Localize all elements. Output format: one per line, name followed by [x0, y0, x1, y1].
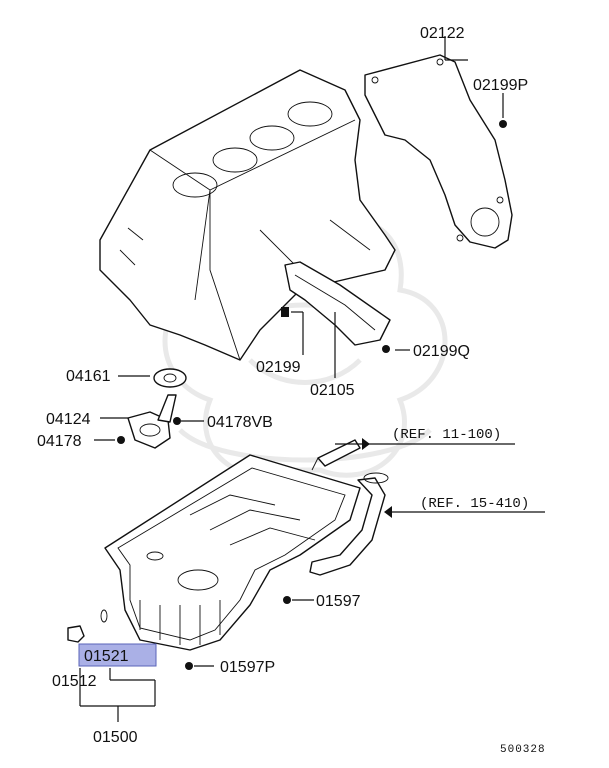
label-02105: 02105 — [310, 382, 355, 399]
highlight-box — [78, 643, 157, 667]
label-04161: 04161 — [66, 368, 111, 385]
bolts — [117, 120, 507, 670]
label-02199Q: 02199Q — [413, 343, 470, 360]
ref-arrows — [362, 438, 392, 518]
engine-block — [99, 69, 396, 361]
oil-pan — [104, 454, 361, 651]
diagram-code: 500328 — [500, 744, 546, 756]
label-01512: 01512 — [52, 673, 97, 690]
cover-plate — [284, 261, 391, 346]
label-04178: 04178 — [37, 433, 82, 450]
dipstick-tube — [309, 472, 389, 576]
gauge-pipe — [311, 439, 361, 471]
label-02199P: 02199P — [473, 77, 528, 94]
label-01597: 01597 — [316, 593, 361, 610]
label-ref-15-410: (REF. 15-410) — [420, 496, 529, 512]
drain-plug — [67, 609, 108, 643]
label-01500: 01500 — [93, 729, 138, 746]
label-ref-11-100: (REF. 11-100) — [392, 427, 501, 443]
rear-plate — [364, 54, 513, 249]
label-02199: 02199 — [256, 359, 301, 376]
label-01521: 01521 — [84, 648, 129, 665]
label-04178VB: 04178VB — [207, 414, 273, 431]
label-02122: 02122 — [420, 25, 465, 42]
strainer-assembly — [127, 368, 187, 449]
label-04124: 04124 — [46, 411, 91, 428]
label-01597P: 01597P — [220, 659, 275, 676]
